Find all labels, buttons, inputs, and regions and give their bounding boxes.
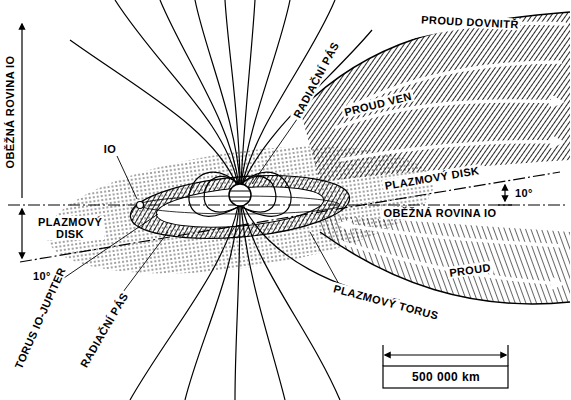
field-line bbox=[70, 0, 400, 400]
current-label: PROUD DOVNITŘ bbox=[419, 13, 521, 30]
io-moon bbox=[137, 202, 144, 209]
field-line bbox=[241, 206, 285, 400]
plane-label: OBĚŽNÁ ROVINA IO bbox=[382, 207, 499, 219]
angle-label: 10° bbox=[513, 187, 535, 199]
magnetotail-lobe bbox=[300, 12, 570, 304]
field-line bbox=[242, 206, 340, 400]
scale-bar bbox=[383, 366, 508, 388]
angle-bracket bbox=[21, 209, 22, 258]
belt-label: RADIAČNÍ PÁS bbox=[77, 289, 132, 371]
plane-line bbox=[8, 172, 565, 262]
field-line bbox=[241, 0, 255, 184]
leader-line bbox=[310, 232, 340, 286]
jupiter-planet bbox=[229, 184, 251, 206]
field-line bbox=[225, 0, 240, 184]
moon-label: IO bbox=[102, 143, 118, 155]
jupiter-planet bbox=[229, 191, 251, 201]
torus-label: PLAZMOVÝ TORUS bbox=[330, 282, 441, 323]
leader-line bbox=[252, 112, 302, 184]
angle-bracket bbox=[498, 204, 512, 205]
jupiter-planet bbox=[229, 184, 251, 206]
field-line bbox=[241, 0, 290, 185]
current-arrow bbox=[340, 242, 562, 284]
scale-bar bbox=[383, 345, 508, 366]
field-line bbox=[195, 0, 240, 184]
current-arrow bbox=[345, 23, 566, 58]
current-arrow bbox=[340, 224, 562, 246]
plane-line bbox=[20, 172, 560, 262]
field-line bbox=[243, 205, 400, 300]
magnetotail-lobe bbox=[300, 12, 570, 110]
field-line bbox=[185, 206, 239, 400]
field-line bbox=[160, 0, 239, 185]
magnetotail-lobe bbox=[300, 12, 570, 182]
angle-bracket bbox=[504, 185, 505, 201]
plane-label: OBĚŽNÁ ROVINA IO bbox=[4, 54, 16, 171]
leader-line bbox=[117, 156, 137, 199]
scale-bar bbox=[385, 354, 506, 355]
current-arrow bbox=[335, 23, 566, 284]
current-arrow bbox=[340, 142, 562, 160]
leader-line bbox=[120, 232, 168, 296]
field-line bbox=[242, 0, 335, 185]
io-moon bbox=[137, 202, 144, 209]
field-line bbox=[115, 0, 238, 185]
scale-bar bbox=[383, 345, 508, 388]
field-line bbox=[235, 206, 240, 400]
scale-label: 500 000 km bbox=[410, 370, 482, 384]
plane-line bbox=[8, 204, 565, 205]
angle-bracket bbox=[22, 24, 512, 258]
leader-line bbox=[58, 112, 340, 296]
disk-label: PLAZMOVÝ DISK bbox=[36, 216, 104, 240]
angle-bracket bbox=[21, 24, 22, 198]
